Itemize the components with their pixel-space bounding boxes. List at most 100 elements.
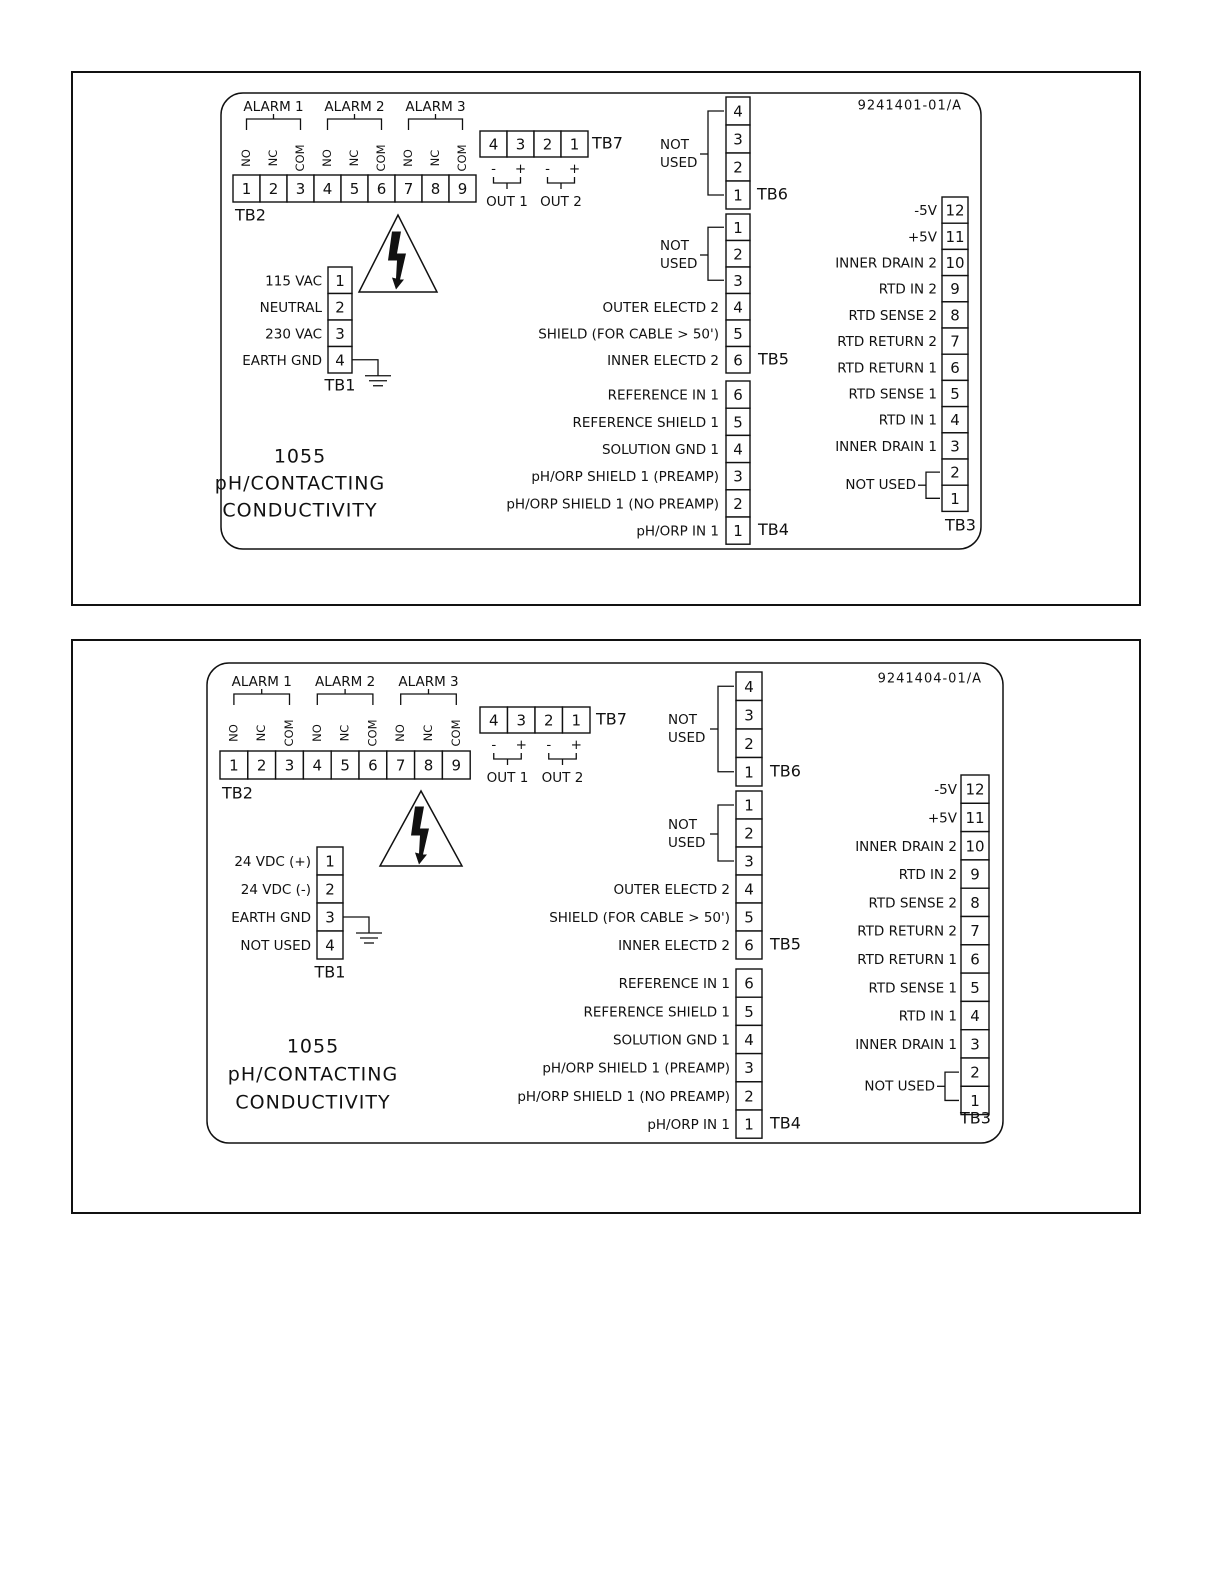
p2-tb1-label-4: NOT USED: [240, 938, 311, 954]
p1-tb1-label-4: EARTH GND: [242, 353, 322, 369]
p1-tb5-label-5: SHIELD (FOR CABLE > 50'): [538, 326, 719, 342]
p1-tb6-not-used-bracket: [707, 110, 724, 196]
p2-model-title-line-2: pH/CONTACTING: [228, 1064, 398, 1086]
p1-tb3-terminal-10-number: 10: [945, 254, 964, 272]
p1-tb1-label-1: 115 VAC: [265, 273, 322, 289]
p2-tb3-terminal-4-number: 4: [970, 1007, 980, 1025]
p1-tb3-terminal-7-box: [941, 327, 969, 355]
p2-tb4-terminal-6-box: [735, 968, 763, 998]
p1-tb3-terminal-8-number: 8: [950, 306, 960, 324]
p2-tb6-terminal-1-box: [735, 756, 763, 787]
p2-tb2-name: TB2: [221, 784, 253, 803]
p1-model-title-line-3: CONDUCTIVITY: [222, 500, 377, 522]
p2-ground-lead: [343, 916, 370, 933]
p1-tb6-terminal-1-number: 1: [733, 187, 743, 205]
p1-tb6-name: TB6: [756, 185, 788, 204]
p1-tb7-terminal-3-box: [506, 130, 535, 158]
p1-tb4-terminal-2-box: [725, 489, 751, 518]
p1-tb2-terminal-5-number: 5: [350, 180, 360, 198]
p1-relay-2-contact: NC: [266, 150, 280, 167]
p2-tb3-label-8: RTD SENSE 2: [868, 895, 957, 911]
p2-tb1-terminal-2-number: 2: [325, 881, 335, 899]
p2-tb2-terminal-2-number: 2: [257, 757, 267, 775]
p2-tb4-terminal-4-number: 4: [744, 1031, 754, 1049]
p2-tb4-label-6: REFERENCE IN 1: [619, 976, 730, 992]
p2-tb7-output-1-label: OUT 1: [487, 770, 529, 786]
p1-tb2-terminal-3-box: [286, 174, 315, 203]
p1-tb1-terminal-2-number: 2: [335, 298, 345, 316]
p1-tb7-name: TB7: [591, 134, 623, 153]
p1-model-title-line-2: pH/CONTACTING: [215, 473, 385, 495]
p1-tb6-terminal-2-number: 2: [733, 159, 743, 177]
p1-tb7-polarity-1: -: [491, 161, 496, 177]
p2-tb5-terminal-6-number: 6: [744, 937, 754, 955]
p1-tb5-note-1: NOT: [660, 238, 690, 254]
p2-lightning-bolt-icon: [411, 806, 429, 865]
p1-tb2-terminal-8-number: 8: [431, 180, 441, 198]
p1-alarm-3-label: ALARM 3: [405, 99, 465, 115]
p1-tb3-terminal-1-number: 1: [950, 490, 960, 508]
p1-tb2-terminal-6-number: 6: [377, 180, 387, 198]
p1-tb3-terminal-2-box: [941, 458, 969, 486]
p1-tb3-terminal-8-box: [941, 301, 969, 329]
p2-tb2-terminal-4-number: 4: [313, 757, 323, 775]
p2-tb3-label-6: RTD RETURN 1: [857, 952, 957, 968]
p1-model-title-line-1: 1055: [274, 446, 326, 468]
p2-tb7-terminal-4-number: 4: [489, 712, 499, 730]
p2-tb5-note-2: USED: [668, 835, 705, 851]
p1-tb6-terminal-4-box: [725, 96, 751, 126]
p2-tb3-terminal-8-number: 8: [970, 894, 980, 912]
p2-tb5-not-used-bracket: [717, 804, 734, 862]
p2-tb4-terminal-5-number: 5: [744, 1003, 754, 1021]
p1-tb4-terminal-4-number: 4: [733, 441, 743, 459]
p2-tb1-terminal-1-number: 1: [325, 853, 335, 871]
p1-tb7-terminal-1-number: 1: [570, 136, 580, 154]
p2-tb1-name: TB1: [314, 963, 346, 982]
p2-tb5-label-5: SHIELD (FOR CABLE > 50'): [549, 910, 730, 926]
p1-tb4-terminal-1-number: 1: [733, 522, 743, 540]
p2-tb3-terminal-3-box: [960, 1028, 990, 1059]
p1-tb6-terminal-4-number: 4: [733, 103, 743, 121]
p1-tb4-label-1: pH/ORP IN 1: [636, 524, 719, 540]
p2-tb5-terminal-3-number: 3: [744, 853, 754, 871]
p1-tb1-terminal-3-number: 3: [335, 325, 345, 343]
p1-tb5-terminal-1-box: [725, 213, 751, 242]
p2-tb5-note-1: NOT: [668, 817, 698, 833]
p1-tb5-terminal-5-number: 5: [733, 325, 743, 343]
p1-alarm-2-label: ALARM 2: [324, 99, 384, 115]
p1-tb3-not-used-label: NOT USED: [845, 477, 916, 493]
p1-tb5-not-used-bracket: [707, 226, 724, 281]
p2-tb6-terminal-3-number: 3: [744, 706, 754, 724]
p2-tb2-terminal-8-number: 8: [424, 757, 434, 775]
p1-tb3-terminal-1-box: [941, 484, 969, 513]
p2-tb6-terminal-2-box: [735, 728, 763, 759]
p2-tb5-terminal-5-box: [735, 902, 763, 932]
p2-tb5-terminal-1-number: 1: [744, 797, 754, 815]
p1-tb1-terminal-4-box: [327, 345, 353, 374]
p2-tb2-terminal-2-box: [247, 750, 277, 780]
p2-tb3-terminal-7-number: 7: [970, 922, 980, 940]
p2-tb3-terminal-1-box: [960, 1085, 990, 1116]
p1-tb3-label-11: +5V: [908, 229, 938, 245]
p2-relay-3-contact: COM: [282, 719, 296, 746]
p1-tb4-terminal-3-number: 3: [733, 468, 743, 486]
p2-tb3-label-5: RTD SENSE 1: [868, 980, 957, 996]
p2-tb3-terminal-10-number: 10: [965, 837, 984, 855]
p1-tb2-terminal-2-box: [259, 174, 288, 203]
p1-tb4-label-5: REFERENCE SHIELD 1: [573, 415, 720, 431]
p2-tb1-terminal-3-number: 3: [325, 909, 335, 927]
p1-tb3-label-6: RTD RETURN 1: [837, 360, 937, 376]
p2-tb7-terminal-1-box: [561, 706, 591, 734]
p2-tb4-label-2: pH/ORP SHIELD 1 (NO PREAMP): [517, 1089, 730, 1105]
p1-tb6-note-1: NOT: [660, 137, 690, 153]
p1-relay-3-contact: COM: [293, 144, 307, 171]
p2-tb4-terminal-6-number: 6: [744, 975, 754, 993]
p1-lightning-bolt-icon: [388, 231, 406, 290]
p1-tb2-terminal-7-number: 7: [404, 180, 414, 198]
p1-tb7-output-1-label: OUT 1: [486, 194, 528, 210]
p2-tb3-terminal-2-number: 2: [970, 1064, 980, 1082]
p1-tb2-terminal-8-box: [421, 174, 450, 203]
p2-tb5-terminal-2-number: 2: [744, 825, 754, 843]
p2-tb2-terminal-7-box: [386, 750, 416, 780]
